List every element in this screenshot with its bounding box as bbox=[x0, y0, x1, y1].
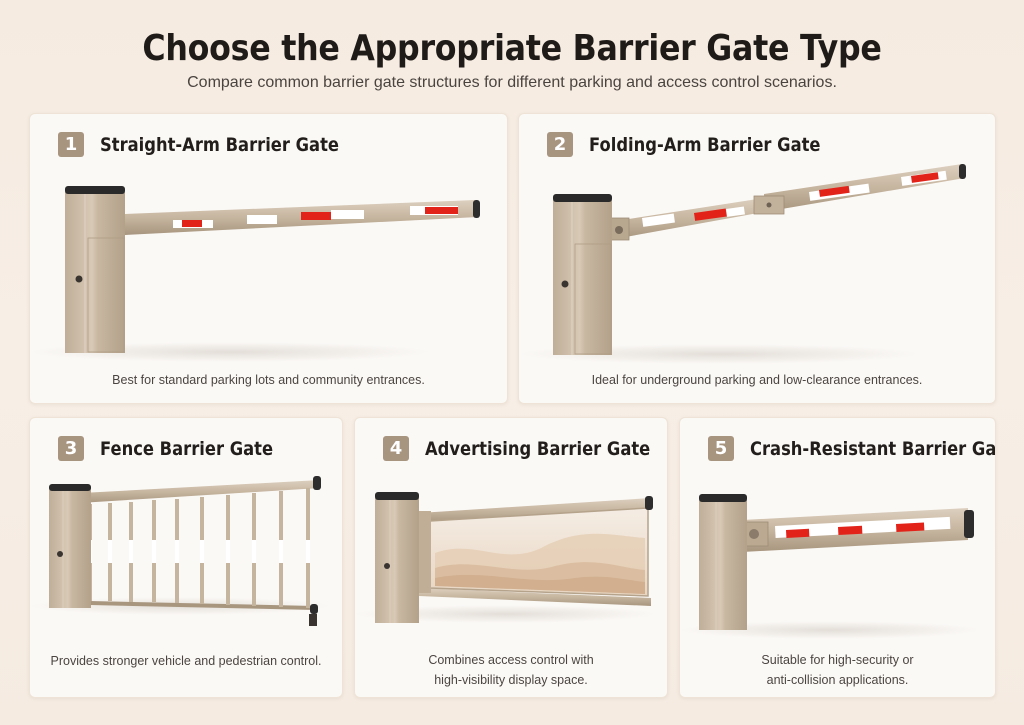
crash-resistant-barrier-illustration bbox=[680, 494, 980, 639]
card-description: Best for standard parking lots and commu… bbox=[112, 373, 425, 387]
card-description-line-2: anti-collision applications. bbox=[766, 673, 909, 687]
card-header: 1 Straight-Arm Barrier Gate bbox=[58, 132, 378, 157]
card-title: Advertising Barrier Gate bbox=[425, 437, 651, 460]
card-header: 3 Fence Barrier Gate bbox=[58, 436, 301, 461]
advertising-barrier-illustration bbox=[355, 492, 655, 623]
folding-arm-barrier-illustration bbox=[519, 164, 966, 364]
card-advertising: 4 Advertising Barrier Gate Combines acce… bbox=[354, 417, 668, 698]
straight-arm-barrier-illustration bbox=[30, 186, 480, 362]
card-header: 5 Crash-Resistant Barrier Gate bbox=[708, 436, 996, 461]
card-description-line-1: Combines access control with bbox=[428, 653, 594, 667]
number-badge: 5 bbox=[708, 436, 734, 461]
card-title: Crash-Resistant Barrier Gate bbox=[750, 437, 996, 460]
number-badge: 2 bbox=[547, 132, 573, 157]
card-title: Straight-Arm Barrier Gate bbox=[100, 133, 339, 156]
card-title: Folding-Arm Barrier Gate bbox=[589, 133, 821, 156]
card-header: 4 Advertising Barrier Gate bbox=[383, 436, 667, 461]
card-description: Ideal for underground parking and low-cl… bbox=[591, 373, 923, 387]
number-badge: 4 bbox=[383, 436, 409, 461]
card-straight-arm: 1 Straight-Arm Barrier Gate Best for sta… bbox=[29, 113, 508, 404]
card-description-line-1: Suitable for high-security or bbox=[761, 653, 914, 667]
card-crash-resistant: 5 Crash-Resistant Barrier Gate Suitable … bbox=[679, 417, 996, 698]
number-badge: 1 bbox=[58, 132, 84, 157]
card-fence: 3 Fence Barrier Gate Provides stronger v… bbox=[29, 417, 343, 698]
page-title: Choose the Appropriate Barrier Gate Type bbox=[142, 28, 882, 69]
number-badge: 3 bbox=[58, 436, 84, 461]
card-description-line-2: high-visibility display space. bbox=[434, 673, 588, 687]
card-title: Fence Barrier Gate bbox=[100, 437, 274, 460]
card-folding-arm: 2 Folding-Arm Barrier Gate Ideal for und… bbox=[518, 113, 996, 404]
card-description: Provides stronger vehicle and pedestrian… bbox=[50, 654, 322, 668]
fence-barrier-illustration bbox=[30, 476, 330, 626]
card-header: 2 Folding-Arm Barrier Gate bbox=[547, 132, 858, 157]
page-subtitle: Compare common barrier gate structures f… bbox=[187, 74, 837, 91]
